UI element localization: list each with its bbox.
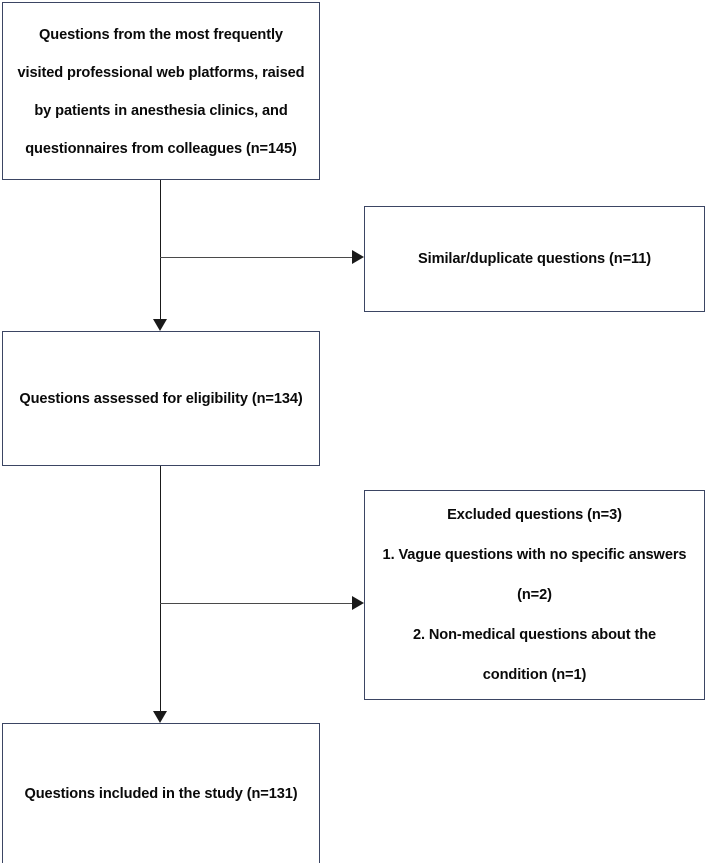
arrow-right-icon-eligibility-to-excluded xyxy=(352,596,364,610)
arrow-right-icon-source-to-duplicates xyxy=(352,250,364,264)
flow-box-source-line-1: Questions from the most frequently xyxy=(39,27,283,43)
flow-box-excluded-questions: Excluded questions (n=3) 1. Vague questi… xyxy=(364,490,705,700)
flow-box-excluded-line-3: (n=2) xyxy=(517,587,552,603)
flow-box-eligibility-assessed: Questions assessed for eligibility (n=13… xyxy=(2,331,320,466)
arrow-down-icon-source-to-eligibility xyxy=(153,319,167,331)
flow-box-duplicate-questions: Similar/duplicate questions (n=11) xyxy=(364,206,705,312)
flow-box-source-questions: Questions from the most frequently visit… xyxy=(2,2,320,180)
flow-box-excluded-line-5: condition (n=1) xyxy=(482,667,587,683)
flow-box-source-line-2: visited professional web platforms, rais… xyxy=(17,65,305,81)
flow-box-excluded-line-4: 2. Non-medical questions about the xyxy=(412,627,657,643)
connector-source-to-eligibility-line xyxy=(160,180,161,322)
flow-box-excluded-line-1: Excluded questions (n=3) xyxy=(447,507,622,523)
flow-box-excluded-line-2: 1. Vague questions with no specific answ… xyxy=(382,547,687,563)
connector-eligibility-to-excluded-line xyxy=(160,603,356,604)
flow-box-eligibility-line-1: Questions assessed for eligibility (n=13… xyxy=(19,390,303,407)
arrow-down-icon-eligibility-to-included xyxy=(153,711,167,723)
connector-eligibility-to-included-line xyxy=(160,466,161,711)
connector-source-to-duplicates-line xyxy=(160,257,356,258)
flow-box-source-line-3: by patients in anesthesia clinics, and xyxy=(34,103,288,119)
flow-box-included-questions: Questions included in the study (n=131) xyxy=(2,723,320,863)
flow-box-included-line-1: Questions included in the study (n=131) xyxy=(24,786,298,802)
flow-box-duplicates-line-1: Similar/duplicate questions (n=11) xyxy=(417,251,651,267)
flow-box-source-line-4: questionnaires from colleagues (n=145) xyxy=(25,141,297,157)
